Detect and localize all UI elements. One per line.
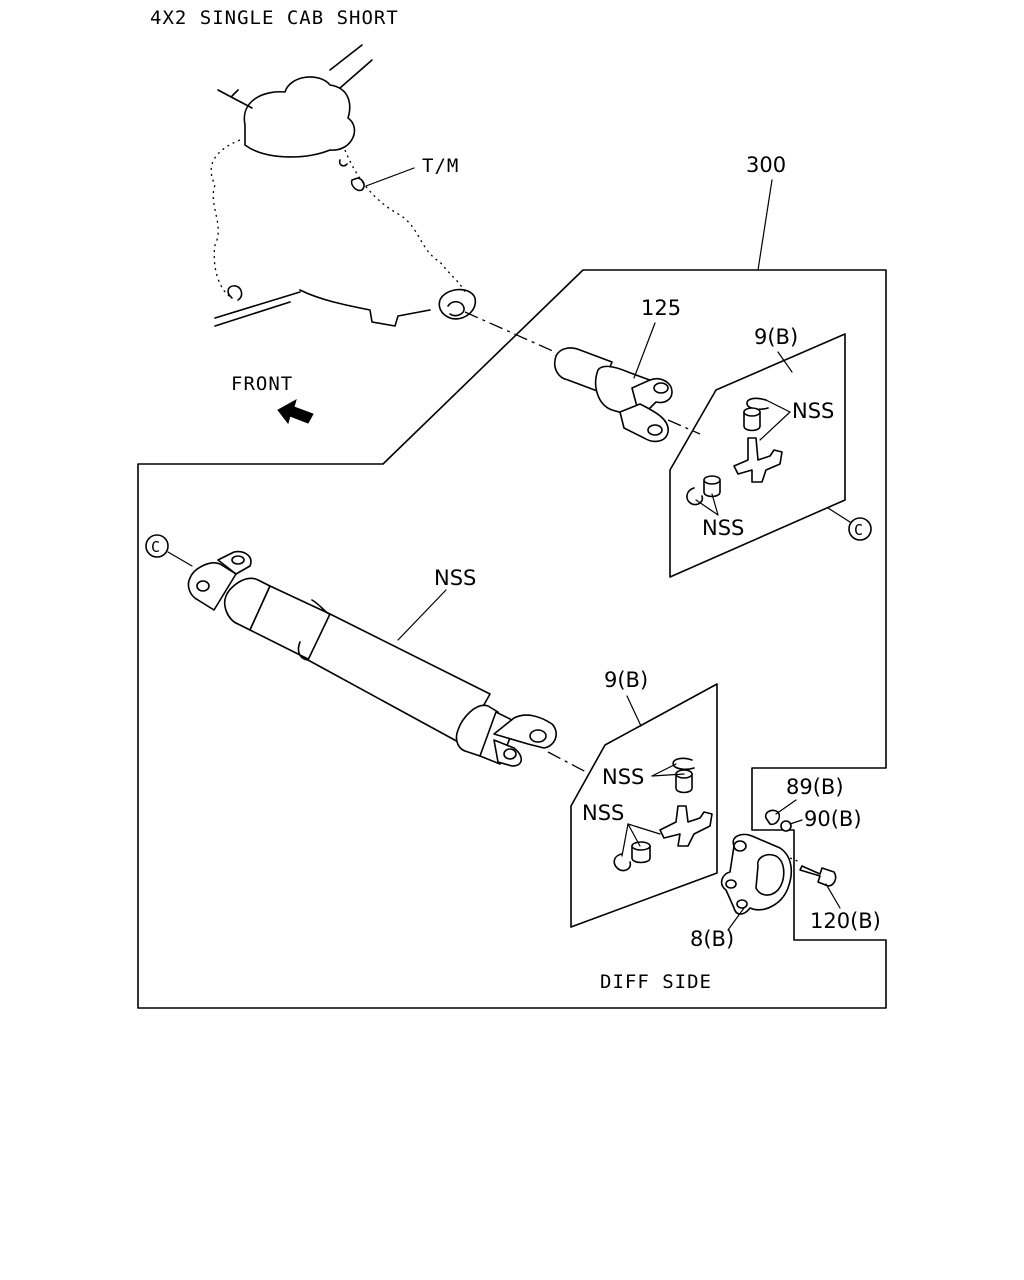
lower-spider-parts — [613, 757, 713, 872]
circle-c-lower-text: C — [151, 538, 161, 556]
flange-8b-leader — [727, 907, 745, 931]
lower-nss-leader-2b — [627, 823, 641, 847]
shaft-centerline-rear — [547, 751, 587, 773]
shaft-nss-label: NSS — [434, 566, 476, 590]
upper-nss-leader-1b — [759, 411, 791, 441]
circle-c-upper-leader — [827, 507, 851, 523]
lower-nss-leader-2a — [621, 823, 629, 857]
tm-label: T/M — [422, 155, 459, 177]
tm-leader-line — [365, 167, 415, 187]
upper-spider-parts — [686, 397, 783, 506]
upper-nss-label-2: NSS — [702, 516, 744, 540]
diff-side-label: DIFF SIDE — [600, 971, 712, 993]
circle-c-lower-leader — [167, 551, 193, 567]
nut-89b-label: 89(B) — [786, 775, 844, 799]
assembly-300-leader — [757, 179, 773, 271]
bolt-120b-leader — [825, 883, 841, 909]
tm-centerline — [464, 311, 556, 353]
yoke-centerline-upper — [667, 419, 701, 435]
circle-c-lower-icon — [145, 534, 169, 558]
assembly-300-label: 300 — [746, 153, 786, 177]
lower-spider-kit-box — [570, 683, 718, 928]
yoke-125-leader — [633, 322, 656, 379]
lower-nss-leader-2c — [627, 823, 661, 835]
front-arrow-icon — [277, 398, 314, 425]
assembly-300-boundary — [137, 269, 887, 1009]
circle-c-upper-icon — [848, 517, 872, 541]
washer-90b-leader — [789, 819, 803, 825]
shaft-nss-leader — [397, 589, 447, 641]
upper-nss-leader-2a — [695, 499, 719, 516]
lower-spider-kit-label: 9(B) — [604, 668, 648, 692]
front-label: FRONT — [231, 373, 293, 395]
nut-89b-leader — [775, 799, 797, 815]
lower-nss-label-2: NSS — [582, 801, 624, 825]
transmission-outline — [210, 44, 477, 327]
upper-spider-kit-box — [669, 333, 846, 578]
lower-spider-kit-leader — [626, 695, 642, 727]
flange-8b-label: 8(B) — [690, 927, 734, 951]
lower-nss-label-1: NSS — [602, 765, 644, 789]
washer-90b-label: 90(B) — [804, 807, 862, 831]
upper-spider-kit-label: 9(B) — [754, 325, 798, 349]
upper-spider-kit-leader — [777, 351, 793, 373]
companion-flange-parts — [720, 809, 837, 915]
bolt-centerline — [789, 857, 801, 863]
circle-c-upper-text: C — [854, 521, 864, 539]
bolt-120b-label: 120(B) — [810, 909, 881, 933]
lower-nss-leader-1a — [651, 763, 677, 777]
upper-nss-leader-1a — [765, 399, 791, 413]
yoke-125-label: 125 — [641, 296, 681, 320]
slip-yoke-125 — [553, 347, 673, 443]
upper-nss-label-1: NSS — [792, 399, 834, 423]
propeller-shaft — [187, 550, 557, 767]
upper-nss-leader-2b — [711, 493, 719, 516]
diagram-title: 4X2 SINGLE CAB SHORT — [150, 7, 399, 29]
lower-nss-leader-1b — [651, 773, 685, 777]
